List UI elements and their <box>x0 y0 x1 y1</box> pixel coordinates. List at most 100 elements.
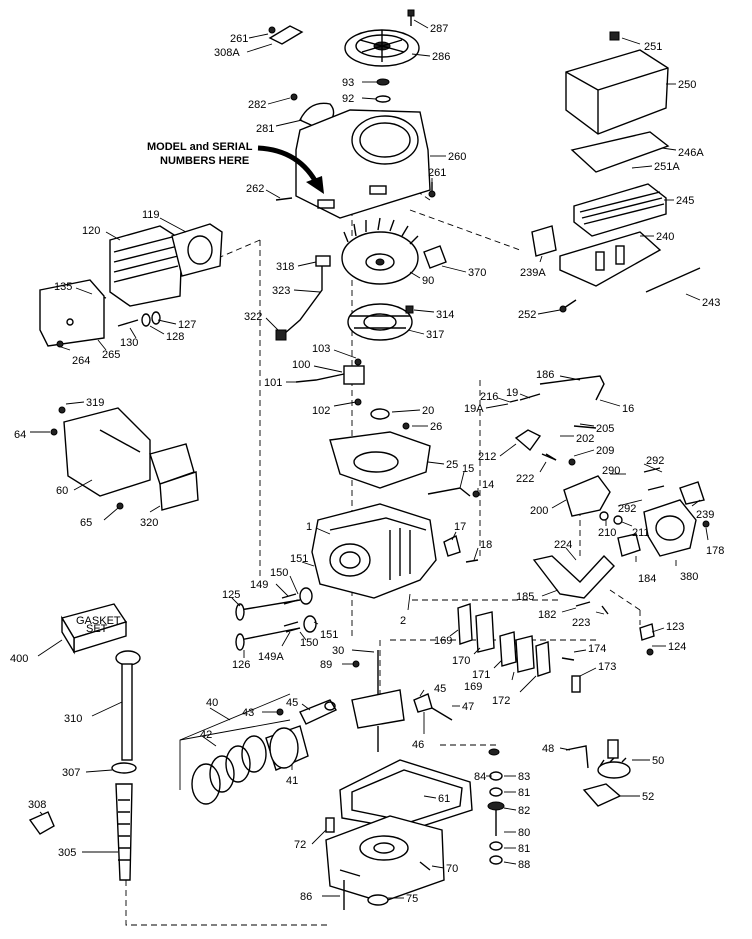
label-286: 286 <box>432 51 450 63</box>
part-rewind-starter <box>344 29 420 67</box>
label-93: 93 <box>342 77 354 89</box>
gasket-box-line1: GASKET <box>76 615 121 627</box>
label-90: 90 <box>422 275 434 287</box>
label-61: 61 <box>438 793 450 805</box>
part-parts-17-18 <box>443 534 479 563</box>
label-261-top: 261 <box>230 33 248 45</box>
label-305: 305 <box>58 847 76 859</box>
label-310: 310 <box>64 713 82 725</box>
label-102: 102 <box>312 405 330 417</box>
label-65: 65 <box>80 517 92 529</box>
gasket-set-box: GASKET SET <box>60 603 128 655</box>
label-282: 282 <box>248 99 266 111</box>
part-connecting-rod <box>276 699 337 725</box>
label-265: 265 <box>102 349 120 361</box>
label-222: 222 <box>516 473 534 485</box>
label-2: 2 <box>400 615 406 627</box>
label-281: 281 <box>256 123 274 135</box>
label-86: 86 <box>300 891 312 903</box>
label-52: 52 <box>642 791 654 803</box>
label-260: 260 <box>448 151 466 163</box>
label-42: 42 <box>200 729 212 741</box>
part-number-labels: 261 308A 287 286 251 250 93 92 282 281 2… <box>10 19 724 905</box>
label-212: 212 <box>478 451 496 463</box>
label-89: 89 <box>320 659 332 671</box>
part-parts-46-47 <box>413 693 453 721</box>
part-wiring <box>275 255 331 341</box>
label-130: 130 <box>120 337 138 349</box>
part-stud-243 <box>645 267 701 293</box>
label-400: 400 <box>10 653 28 665</box>
label-64: 64 <box>14 429 26 441</box>
label-319: 319 <box>86 397 104 409</box>
part-intake-pipe <box>532 554 615 599</box>
label-223: 223 <box>572 617 590 629</box>
label-20: 20 <box>422 405 434 417</box>
label-370: 370 <box>468 267 486 279</box>
label-169-top: 169 <box>434 635 452 647</box>
part-dipstick <box>111 650 141 881</box>
label-174: 174 <box>588 643 606 655</box>
part-carburetor <box>563 467 710 557</box>
label-119: 119 <box>142 209 160 221</box>
label-126: 126 <box>232 659 250 671</box>
label-19: 19 <box>506 387 518 399</box>
label-173: 173 <box>598 661 616 673</box>
label-100: 100 <box>292 359 310 371</box>
note-line1: MODEL and SERIAL <box>147 141 253 153</box>
part-baffle-265 <box>39 279 105 348</box>
label-60: 60 <box>56 485 68 497</box>
label-292-mid: 292 <box>618 503 636 515</box>
part-plate-25 <box>329 431 431 489</box>
label-184: 184 <box>638 573 656 585</box>
label-261-mid: 261 <box>428 167 446 179</box>
label-124: 124 <box>668 641 686 653</box>
label-170: 170 <box>452 655 470 667</box>
label-314: 314 <box>436 309 454 321</box>
part-label-370 <box>423 245 447 269</box>
label-135: 135 <box>54 281 72 293</box>
label-40: 40 <box>206 697 218 709</box>
part-screw-252 <box>559 299 577 313</box>
label-149a: 149A <box>258 651 284 663</box>
label-128: 128 <box>166 331 184 343</box>
part-clip-308 <box>28 811 55 835</box>
label-322: 322 <box>244 311 262 323</box>
part-nut-washer <box>375 78 391 103</box>
label-46: 46 <box>412 739 424 751</box>
label-83: 83 <box>518 771 530 783</box>
label-30: 30 <box>332 645 344 657</box>
label-88: 88 <box>518 859 530 871</box>
label-216: 216 <box>480 391 498 403</box>
part-piston-rings <box>191 725 309 805</box>
part-bracket-308a <box>268 25 304 45</box>
part-part-72 <box>325 817 335 833</box>
label-101: 101 <box>264 377 282 389</box>
label-243: 243 <box>702 297 720 309</box>
label-318: 318 <box>276 261 294 273</box>
label-17: 17 <box>454 521 466 533</box>
label-151-top: 151 <box>290 553 308 565</box>
label-15: 15 <box>462 463 474 475</box>
part-air-filters <box>570 131 670 237</box>
label-151-bot: 151 <box>320 629 338 641</box>
label-224: 224 <box>554 539 572 551</box>
part-screws-262-261 <box>275 182 436 201</box>
part-parts-209-222 <box>541 453 576 466</box>
label-81-bot: 81 <box>518 843 530 855</box>
label-82: 82 <box>518 805 530 817</box>
label-18: 18 <box>480 539 492 551</box>
label-123: 123 <box>666 621 684 633</box>
label-120: 120 <box>82 225 100 237</box>
part-seal-75 <box>367 894 389 906</box>
label-150-bot: 150 <box>300 637 318 649</box>
part-valves <box>235 587 317 651</box>
label-245: 245 <box>676 195 694 207</box>
label-1: 1 <box>306 521 312 533</box>
label-262: 262 <box>246 183 264 195</box>
label-308: 308 <box>28 799 46 811</box>
label-251: 251 <box>644 41 662 53</box>
label-16: 16 <box>622 403 634 415</box>
